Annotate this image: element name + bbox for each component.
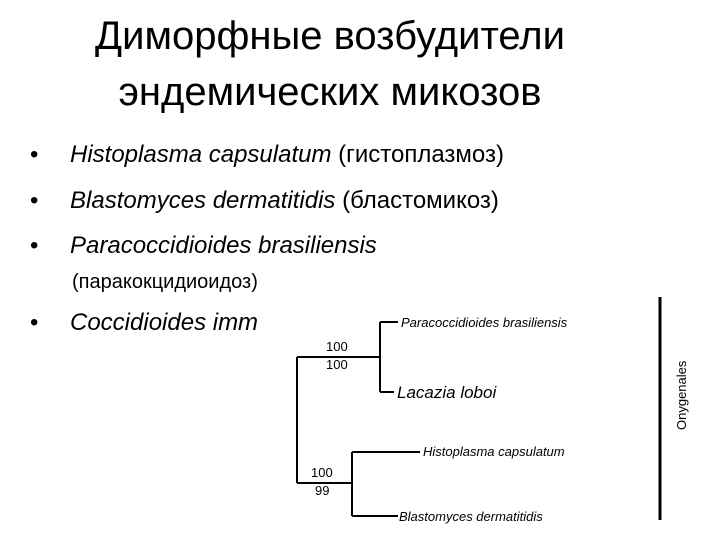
bullet-histoplasma: • Histoplasma capsulatum (гистоплазмоз) (30, 141, 504, 169)
leaf-label: Lacazia loboi (397, 383, 497, 402)
support-value: 99 (315, 483, 329, 498)
species-name: Blastomyces dermatitidis (70, 187, 336, 214)
leaf-label: Histoplasma capsulatum (423, 444, 565, 459)
support-value: 100 (326, 357, 348, 372)
clade-label: Onygenales (674, 360, 689, 430)
bullet-paracoccidioides: • Paracoccidioides brasiliensis (30, 232, 377, 260)
bullet-marker: • (30, 187, 39, 214)
title-line-1: Диморфные возбудители (95, 14, 565, 58)
tree-background (300, 296, 720, 540)
bullet-blastomyces: • Blastomyces dermatitidis (бластомикоз) (30, 187, 499, 215)
bullet-paracoccidioides-disease: (паракокцидиоидоз) (72, 271, 258, 293)
disease-name: (бластомикоз) (335, 187, 499, 214)
species-name: Histoplasma capsulatum (70, 141, 332, 168)
disease-name: (гистоплазмоз) (331, 141, 504, 168)
support-value: 100 (311, 465, 333, 480)
bullet-coccidioides: • Coccidioides imm (30, 309, 258, 337)
species-name: Coccidioides imm (70, 309, 259, 336)
title-line-2: эндемических микозов (118, 70, 542, 114)
support-value: 100 (326, 339, 348, 354)
bullet-marker: • (30, 309, 39, 336)
leaf-label: Blastomyces dermatitidis (399, 509, 543, 524)
leaf-label: Paracoccidioides brasiliensis (401, 315, 568, 330)
bullet-marker: • (30, 232, 39, 259)
bullet-marker: • (30, 141, 39, 168)
species-name: Paracoccidioides brasiliensis (70, 232, 377, 259)
slide-title: Диморфные возбудители эндемических микоз… (0, 8, 660, 120)
